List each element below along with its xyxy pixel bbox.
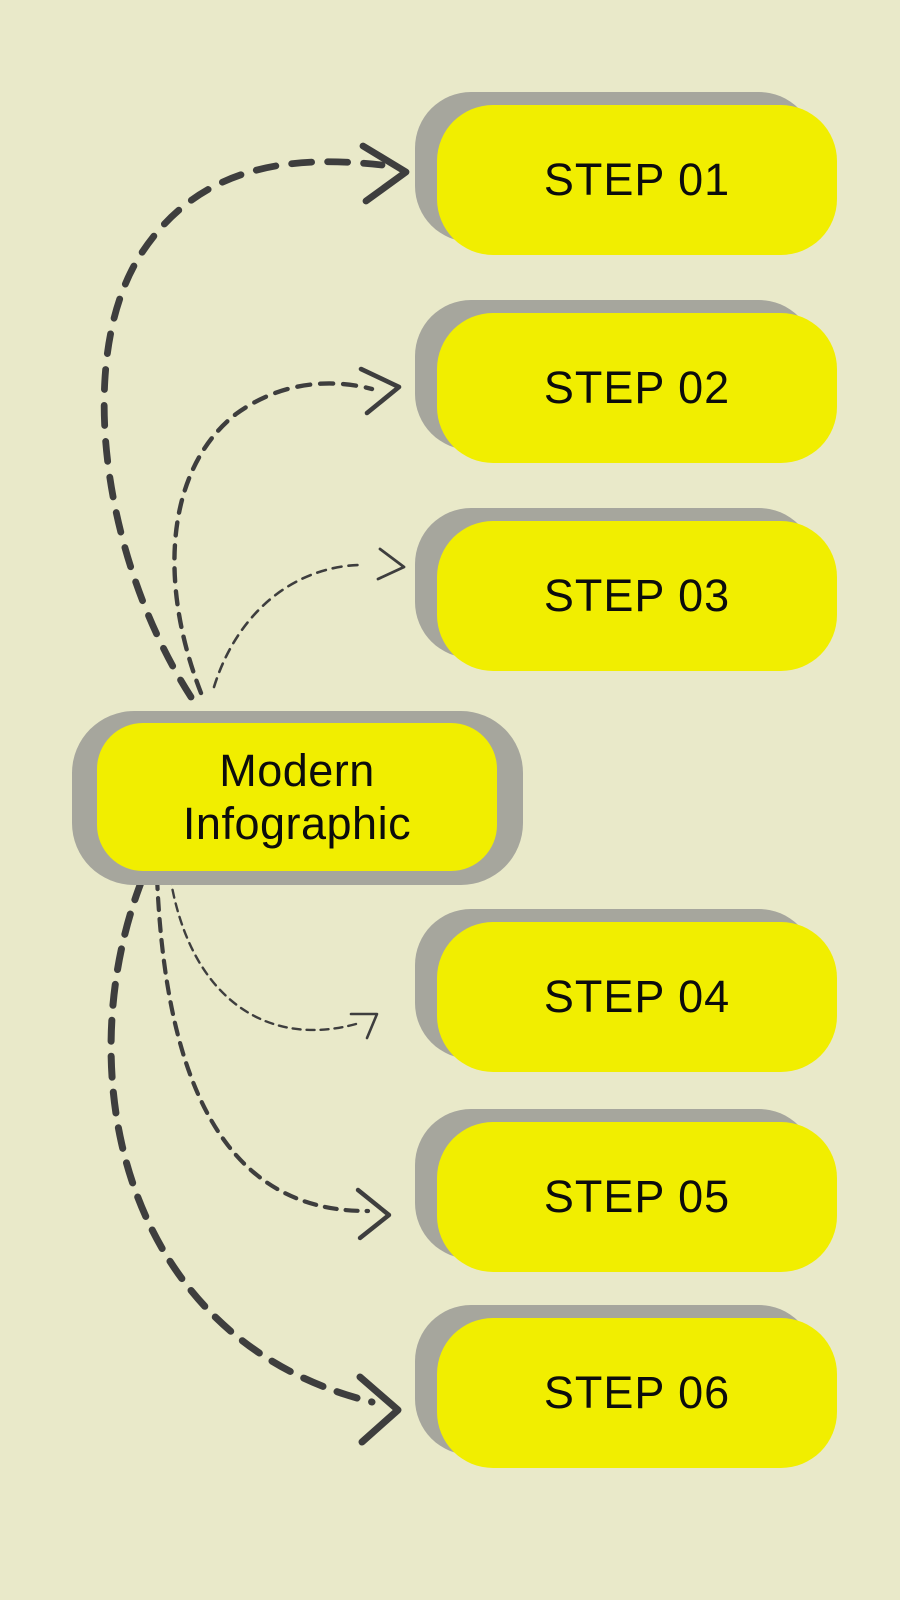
- hub-card: Modern Infographic: [72, 711, 523, 885]
- step-card-04: STEP 04: [415, 909, 837, 1072]
- step-label: STEP 02: [543, 362, 731, 413]
- step-card-01: STEP 01: [415, 92, 837, 255]
- step-card-03: STEP 03: [415, 508, 837, 671]
- arrow-curve: [172, 381, 375, 696]
- step-card-05: STEP 05: [415, 1109, 837, 1272]
- arrow-curve: [107, 876, 376, 1406]
- dashed-arrow-icon-step-01: [100, 142, 410, 701]
- step-card-face: STEP 04: [437, 922, 837, 1072]
- step-label: STEP 04: [543, 971, 731, 1022]
- arrow-curve: [100, 158, 386, 701]
- arrow-head: [356, 1373, 402, 1446]
- step-card-face: STEP 06: [437, 1318, 837, 1468]
- step-card-06: STEP 06: [415, 1305, 837, 1468]
- dashed-arrow-icon-step-02: [172, 366, 402, 696]
- arrow-head: [359, 142, 410, 205]
- arrow-head: [376, 547, 406, 581]
- dashed-arrow-icon-step-03: [212, 547, 406, 689]
- step-card-face: STEP 05: [437, 1122, 837, 1272]
- arrow-curve: [154, 874, 371, 1214]
- step-label: STEP 06: [543, 1367, 731, 1418]
- arrow-head: [349, 1012, 379, 1040]
- step-card-face: STEP 02: [437, 313, 837, 463]
- dashed-arrow-icon-step-06: [107, 876, 402, 1446]
- step-label: STEP 01: [543, 154, 731, 205]
- dashed-arrow-icon-step-04: [168, 874, 379, 1040]
- arrow-head: [358, 366, 402, 416]
- arrow-curve: [168, 874, 358, 1032]
- step-card-face: STEP 01: [437, 105, 837, 255]
- hub-title-line1: Modern: [219, 744, 375, 796]
- hub-title-line2: Infographic: [182, 798, 412, 849]
- hub-card-face: Modern Infographic: [97, 723, 497, 871]
- step-card-face: STEP 03: [437, 521, 837, 671]
- step-card-02: STEP 02: [415, 300, 837, 463]
- step-label: STEP 03: [543, 570, 731, 621]
- dashed-arrow-icon-step-05: [154, 874, 392, 1241]
- arrow-head: [355, 1187, 392, 1241]
- arrow-curve: [212, 563, 360, 689]
- step-label: STEP 05: [543, 1171, 731, 1222]
